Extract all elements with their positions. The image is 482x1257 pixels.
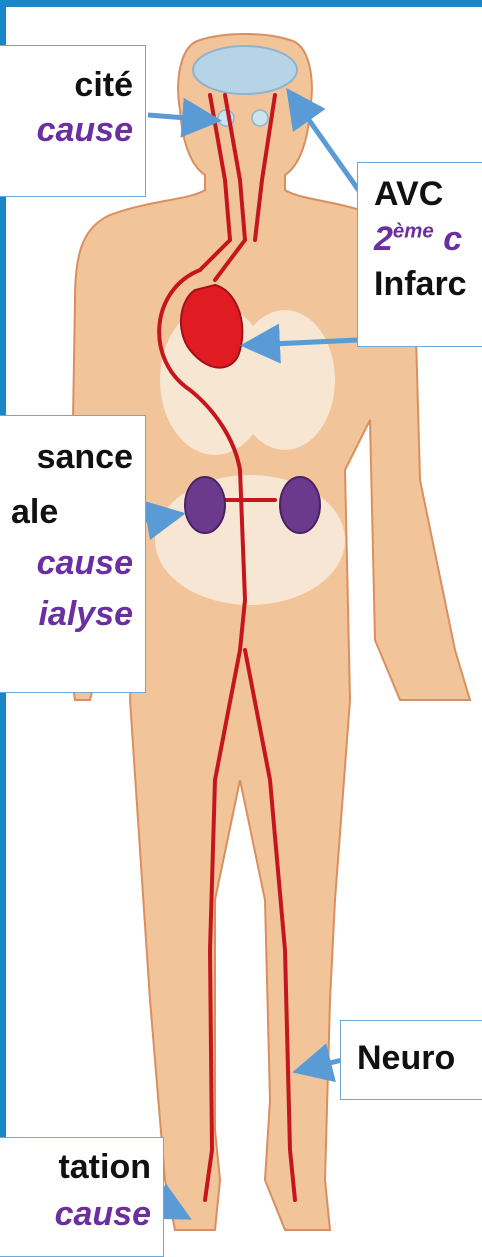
brain-icon [193, 46, 297, 94]
callout-foot-line1: tation [11, 1148, 151, 1187]
callout-eyes-line1: cité [11, 66, 133, 105]
right-kidney-icon [280, 477, 320, 533]
callout-kidney-line3: cause [11, 544, 133, 583]
callout-kidney-line2: ale [11, 493, 133, 532]
callout-eyes-line2: cause [11, 111, 133, 150]
right-eye-icon [252, 110, 268, 126]
callout-brain-line2: 2ème c [374, 220, 470, 259]
callout-kidney-line1: sance [11, 438, 133, 477]
callout-foot: tation cause [0, 1137, 164, 1257]
callout-brain-line3: Infarc [374, 265, 470, 304]
callout-brain-line1: AVC [374, 175, 470, 214]
callout-leg: Neuro [340, 1020, 482, 1100]
callout-foot-line2: cause [11, 1195, 151, 1234]
left-kidney-icon [185, 477, 225, 533]
callout-leg-line1: Neuro [357, 1039, 473, 1078]
callout-kidney: sance ale cause ialyse [0, 415, 146, 693]
callout-brain: AVC 2ème c Infarc [357, 162, 482, 347]
callout-kidney-line4: ialyse [11, 595, 133, 634]
callout-eyes: cité cause [0, 45, 146, 197]
